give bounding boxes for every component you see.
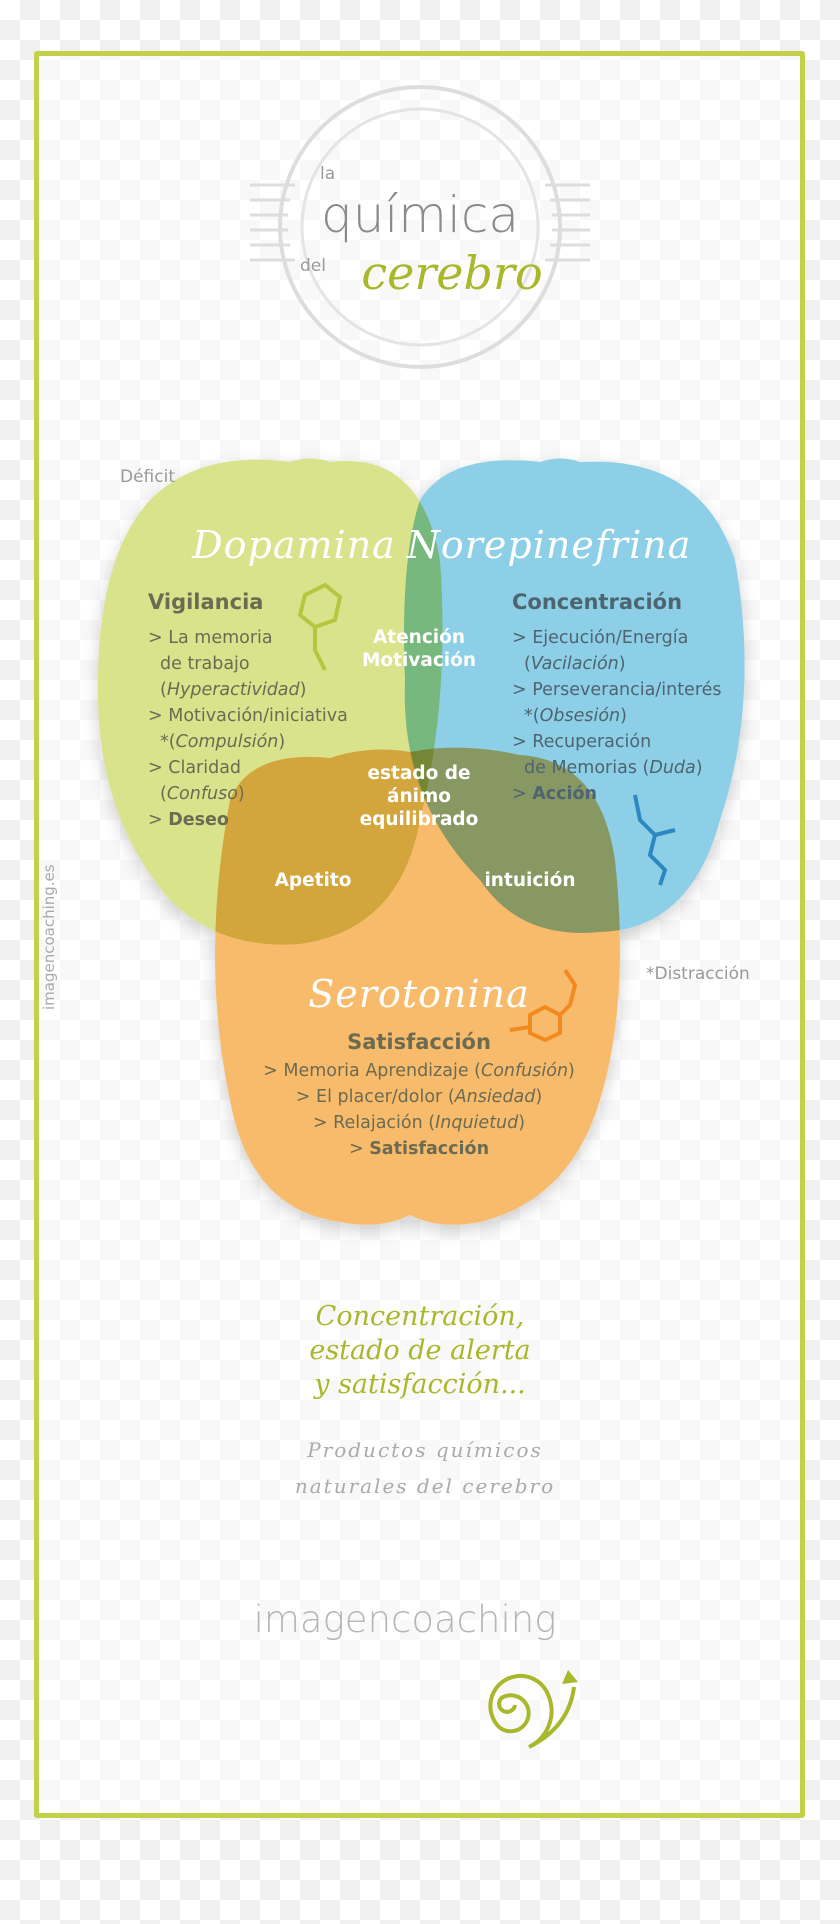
serotonin-molecule-icon: [509, 968, 578, 1043]
vigilancia-heading: Vigilancia: [148, 590, 264, 614]
logo-la: la: [320, 164, 336, 184]
serotonina-blob: [215, 747, 620, 1225]
dopamine-molecule-icon: [297, 582, 343, 671]
overlap-intuicion: intuición: [484, 870, 576, 891]
logo-del: del: [300, 256, 326, 276]
deficit-label: Déficit: [120, 467, 175, 487]
dopamina-list: > La memoria de trabajo (Hyperactividad)…: [148, 628, 348, 830]
watermark-vertical: imagencoaching.es: [40, 864, 58, 1010]
spiral-logo-icon: [488, 1670, 578, 1749]
logo-circle-icon: [250, 85, 590, 369]
distraccion-label: *Distracción: [646, 964, 750, 984]
logo-cerebro: cerebro: [361, 246, 543, 300]
satisfaccion-heading: Satisfacción: [347, 1030, 491, 1054]
concentracion-heading: Concentración: [512, 590, 683, 614]
dopamina-title: Dopamina: [192, 523, 396, 567]
norepinefrina-list: > Ejecución/Energía (Vacilación) > Perse…: [512, 628, 722, 804]
norepinefrina-title: Norepinefrina: [406, 523, 692, 567]
serotonina-title: Serotonina: [308, 972, 530, 1016]
logo-quimica: química: [320, 186, 520, 244]
serotonina-list: > Memoria Aprendizaje (Confusión) > El p…: [263, 1061, 575, 1159]
overlap-apetito: Apetito: [274, 870, 352, 891]
brand-name: imagencoaching: [253, 1598, 557, 1641]
norepinephrine-molecule-icon: [633, 794, 676, 886]
